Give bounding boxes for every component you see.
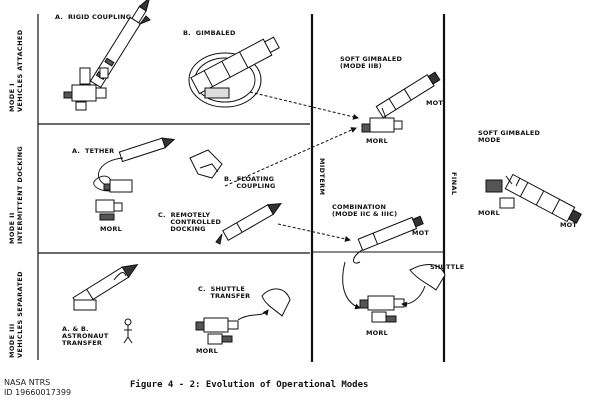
mot-label-1: MOT [426,99,444,107]
shuttle-transfer-label: C. SHUTTLE TRANSFER [198,285,251,300]
gimbaled-spacecraft [188,36,280,108]
figure-caption: Figure 4 - 2: Evolution of Operational M… [130,380,369,390]
flow-arrows [224,91,359,242]
mode-3-label: MODE III VEHICLES SEPARATED [8,271,24,358]
tether-spacecraft [93,137,176,221]
floating-coupling-label: B. FLOATING COUPLING [224,175,276,190]
final-column-label: FINAL [450,172,458,196]
shuttle-transfer-spacecraft [195,288,291,345]
midterm-column-label: MIDTERM [318,158,326,196]
combination-label: COMBINATION (MODE IIC & IIIC) [332,203,398,218]
shuttle-label: SHUTTLE [430,263,465,271]
final-soft-gimbaled-spacecraft [485,173,582,224]
remote-docking-label: C. REMOTELY CONTROLLED DOCKING [158,211,222,233]
remote-docking-spacecraft [215,202,282,245]
gimbaled-label: B. GIMBALED [183,29,236,37]
morl-label-4: MORL [478,209,500,217]
soft-gimbaled-spacecraft [361,71,441,133]
floating-coupling-spacecraft [189,149,223,179]
mode-2-label: MODE II INTERMITTENT DOCKING [8,145,24,244]
soft-gimbaled-label: SOFT GIMBALED (MODE IIB) [340,55,403,70]
morl-label-1: MORL [366,137,388,145]
credit-line-2: ID 19660017399 [4,388,72,397]
tether-label: A. TETHER [72,147,115,155]
credit-line-1: NASA NTRS [4,378,51,387]
mot-label-3: MOT [560,221,578,229]
soft-gimbaled-final-label: SOFT GIMBALED MODE [478,129,541,144]
astronaut-transfer-label: A. & B. ASTRONAUT TRANSFER [62,325,109,347]
combination-spacecraft [342,215,446,323]
mot-label-2: MOT [412,229,430,237]
separated-spacecraft [72,264,139,344]
morl-label-3: MORL [366,329,388,337]
rigid-coupling-label: A. RIGID COUPLING [55,13,132,21]
grid-lines [37,14,446,362]
rigid-coupling-spacecraft [63,0,151,111]
mode-1-label: MODE I VEHICLES ATTACHED [8,29,24,112]
morl-label-5: MORL [196,347,218,355]
morl-label-2: MORL [100,225,122,233]
